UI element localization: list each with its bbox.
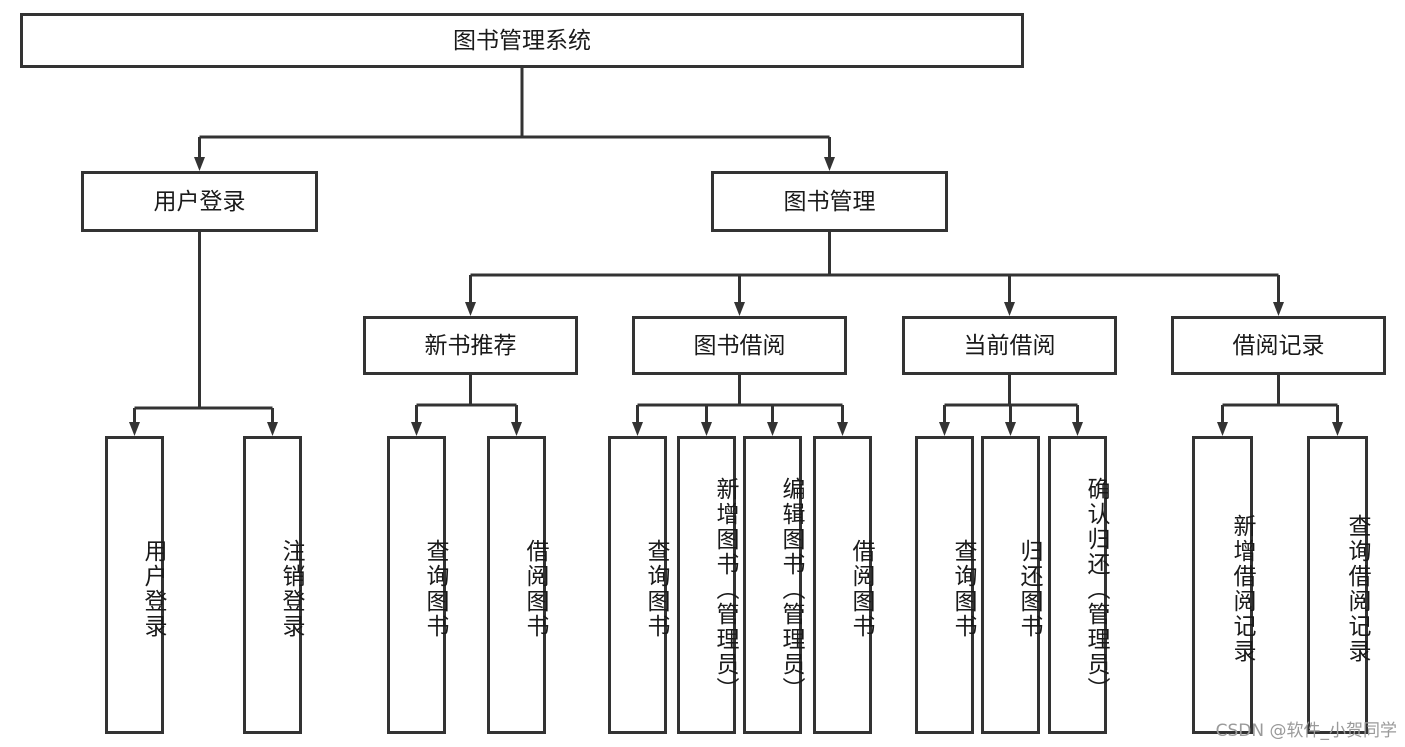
current-borrow-to-leaves-arrow-1	[1005, 422, 1016, 436]
node-box-leaf-query-record[interactable]	[1307, 436, 1368, 734]
node-box-leaf-return-book[interactable]	[981, 436, 1040, 734]
node-box-current-borrow[interactable]	[902, 316, 1117, 375]
node-box-leaf-add-record[interactable]	[1192, 436, 1253, 734]
node-box-book-borrow[interactable]	[632, 316, 847, 375]
watermark-text: CSDN @软件_小贺同学	[1215, 721, 1397, 741]
node-box-leaf-borrow-book-1[interactable]	[487, 436, 546, 734]
node-box-leaf-edit-book[interactable]	[743, 436, 802, 734]
node-box-borrow-record[interactable]	[1171, 316, 1386, 375]
connector-lines	[129, 68, 1343, 436]
node-boxes	[20, 13, 1386, 734]
node-box-leaf-add-book[interactable]	[677, 436, 736, 734]
bookmanage-to-l3-arrow-1	[734, 302, 745, 316]
current-borrow-to-leaves-arrow-0	[939, 422, 950, 436]
node-box-book-manage[interactable]	[711, 171, 948, 232]
book-borrow-to-leaves-arrow-3	[837, 422, 848, 436]
book-borrow-to-leaves-arrow-1	[701, 422, 712, 436]
user-login-to-leaves-arrow-0	[129, 422, 140, 436]
node-box-leaf-query-book-1[interactable]	[387, 436, 446, 734]
node-box-leaf-user-login[interactable]	[105, 436, 164, 734]
node-label-root: 图书管理系统	[453, 28, 591, 54]
node-box-root[interactable]	[20, 13, 1024, 68]
user-login-to-leaves-arrow-1	[267, 422, 278, 436]
node-label-new-book-rec: 新书推荐	[425, 333, 517, 359]
book-borrow-to-leaves-arrow-0	[632, 422, 643, 436]
book-borrow-to-leaves-arrow-2	[767, 422, 778, 436]
node-box-leaf-confirm-return[interactable]	[1048, 436, 1107, 734]
node-box-leaf-user-logout[interactable]	[243, 436, 302, 734]
node-box-user-login[interactable]	[81, 171, 318, 232]
node-label-borrow-record: 借阅记录	[1233, 333, 1325, 359]
new-book-rec-to-leaves-arrow-0	[411, 422, 422, 436]
node-label-user-login: 用户登录	[154, 189, 246, 215]
root-to-l2-arrow-0	[194, 157, 205, 171]
borrow-record-to-leaves-arrow-0	[1217, 422, 1228, 436]
node-box-leaf-borrow-book-2[interactable]	[813, 436, 872, 734]
node-label-book-borrow: 图书借阅	[694, 333, 786, 359]
bookmanage-to-l3-arrow-3	[1273, 302, 1284, 316]
node-box-leaf-query-book-2[interactable]	[608, 436, 667, 734]
node-label-book-manage: 图书管理	[784, 189, 876, 215]
current-borrow-to-leaves-arrow-2	[1072, 422, 1083, 436]
borrow-record-to-leaves-arrow-1	[1332, 422, 1343, 436]
node-box-leaf-query-book-3[interactable]	[915, 436, 974, 734]
bookmanage-to-l3-arrow-0	[465, 302, 476, 316]
node-label-current-borrow: 当前借阅	[964, 333, 1056, 359]
root-to-l2-arrow-1	[824, 157, 835, 171]
node-box-new-book-rec[interactable]	[363, 316, 578, 375]
new-book-rec-to-leaves-arrow-1	[511, 422, 522, 436]
bookmanage-to-l3-arrow-2	[1004, 302, 1015, 316]
